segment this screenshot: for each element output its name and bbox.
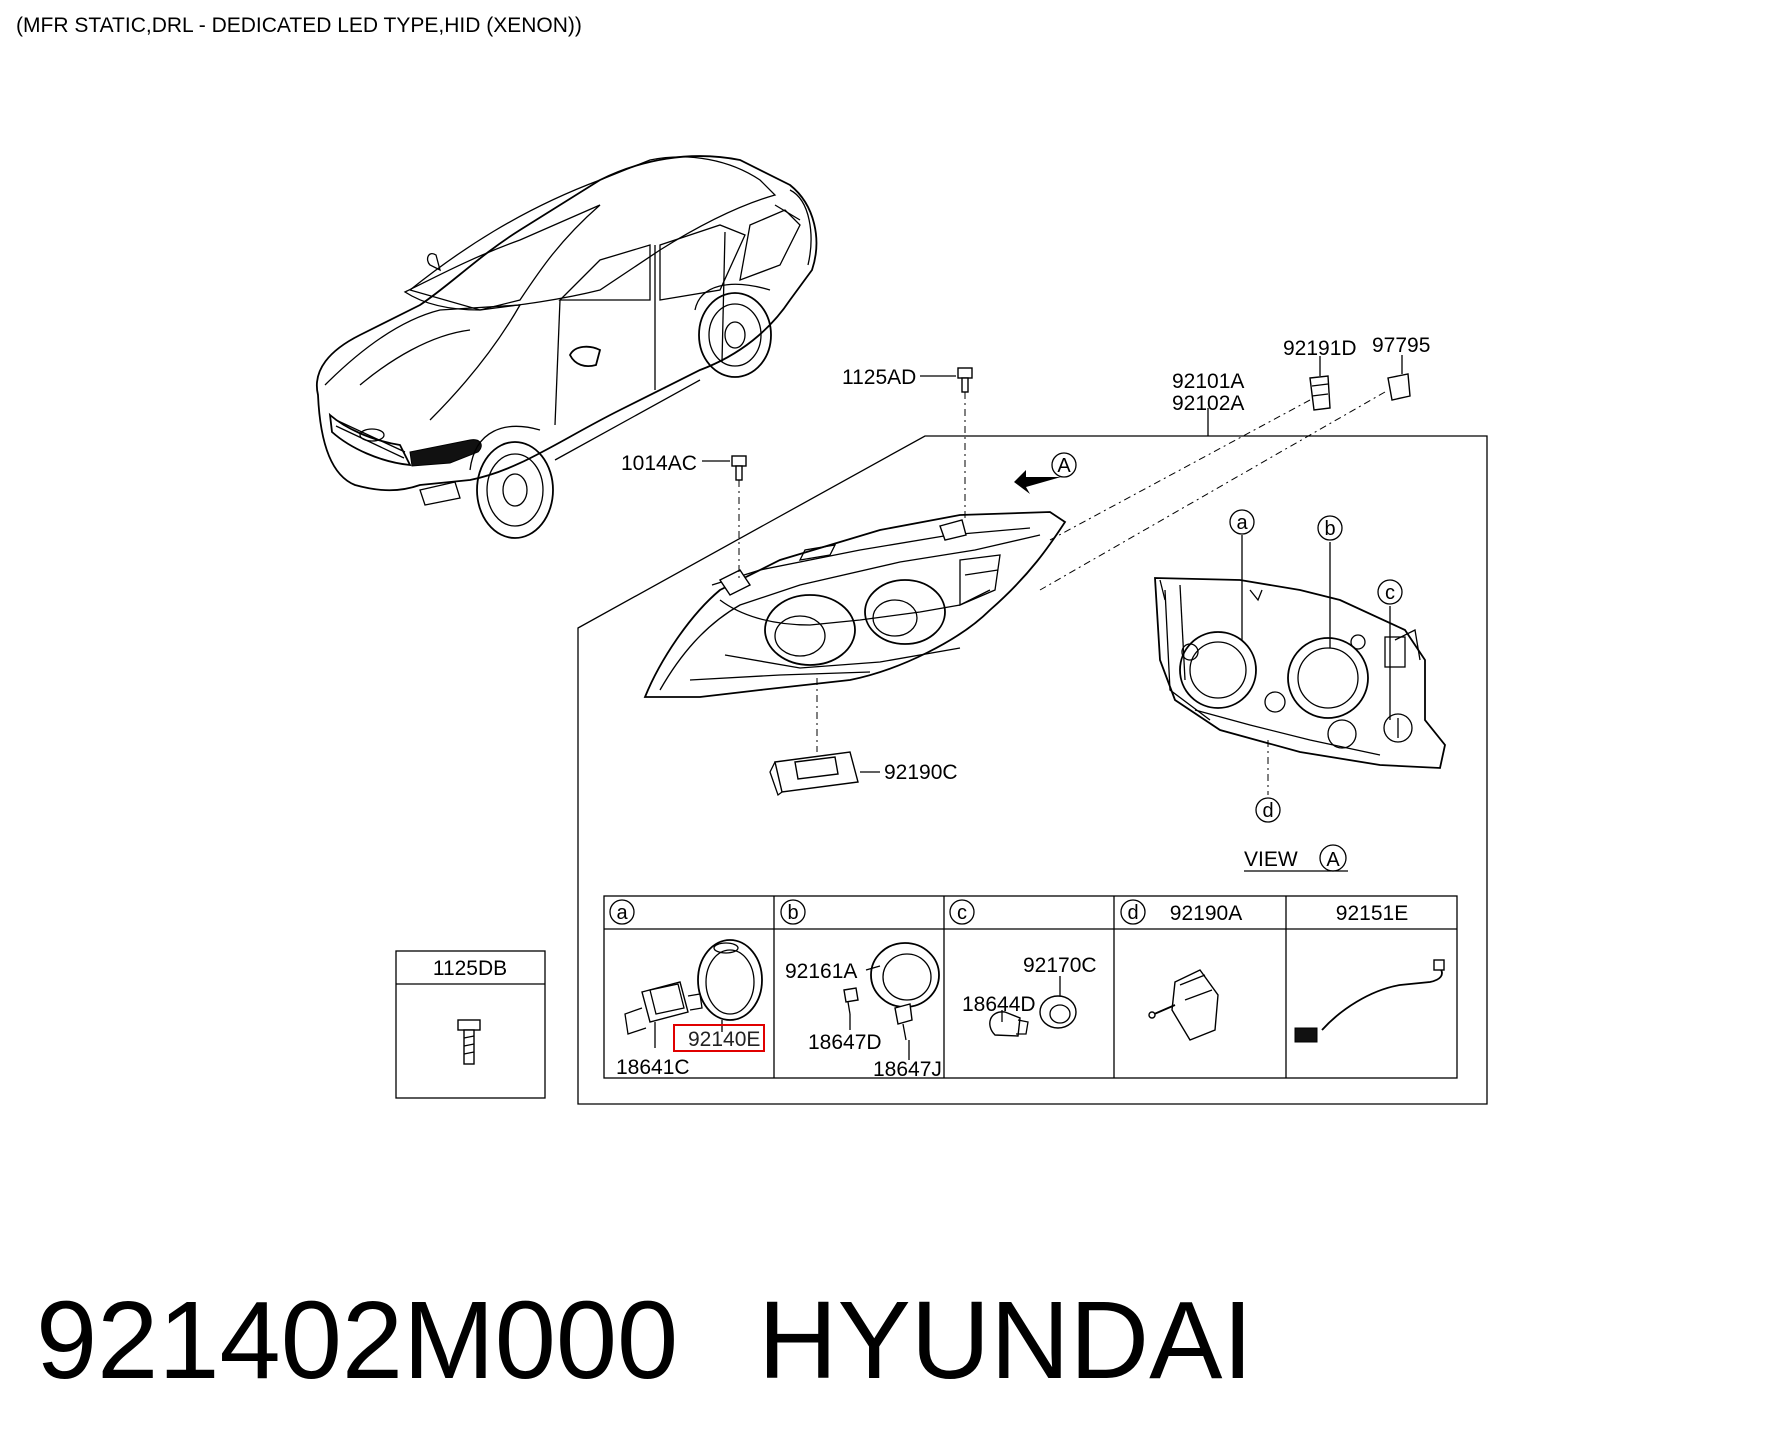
view-label: VIEW (1244, 848, 1298, 871)
label-18647d: 18647D (808, 1031, 882, 1054)
car-illustration (316, 155, 818, 539)
label-92102a: 92102A (1172, 392, 1244, 415)
column-marker-a: a (616, 902, 628, 924)
column-marker-c: c (957, 902, 967, 924)
label-1125ad: 1125AD (842, 366, 916, 389)
label-92140e: 92140E (688, 1028, 760, 1051)
detail-table: a b c d 92190A 92151E 18641C 92140E (603, 895, 1458, 1081)
label-92191d: 92191D (1283, 337, 1357, 360)
label-18641c: 18641C (616, 1056, 690, 1079)
brand-name: HYUNDAI (758, 1279, 1253, 1402)
cell-b-parts: 92161A 18647D 18647J (785, 942, 942, 1081)
view-circle-d: d (1262, 800, 1273, 822)
view-a-rear-housing: a b c d (1154, 509, 1446, 823)
cell-d-motor (1148, 969, 1219, 1041)
view-circle-b: b (1324, 518, 1335, 540)
column-marker-d: d (1127, 902, 1138, 924)
bolt-1125ad: 1125AD (842, 366, 973, 520)
label-18647j: 18647J (873, 1058, 942, 1081)
column-header-92151e: 92151E (1336, 902, 1408, 925)
cell-a-parts: 18641C 92140E (616, 939, 765, 1079)
column-header-92190a: 92190A (1170, 902, 1242, 925)
bolt-1014ac: 1014AC (621, 452, 747, 580)
clip-97795: 97795 (1039, 334, 1430, 591)
side-box-1125db: 1125DB (395, 950, 546, 1099)
side-box-header: 1125DB (433, 957, 507, 980)
cell-c-parts: 92170C 18644D (962, 954, 1097, 1037)
label-92190c: 92190C (884, 761, 958, 784)
view-circle-a: a (1236, 512, 1248, 534)
label-97795: 97795 (1372, 334, 1430, 357)
label-92161a: 92161A (785, 960, 857, 983)
label-18644d: 18644D (962, 993, 1036, 1016)
clip-92191d: 92191D (1049, 337, 1357, 541)
view-a-marker: A (1057, 455, 1071, 477)
highlight-92140e (673, 1024, 765, 1052)
view-a-arrow: A (1014, 452, 1077, 494)
cell-wire-harness (1294, 959, 1445, 1043)
diagram-subtitle: (MFR STATIC,DRL - DEDICATED LED TYPE,HID… (16, 14, 582, 37)
ballast-92190c: 92190C (769, 678, 958, 797)
view-label-marker: A (1326, 849, 1340, 871)
label-92170c: 92170C (1023, 954, 1097, 977)
column-marker-b: b (787, 902, 798, 924)
label-1014ac: 1014AC (621, 452, 697, 475)
view-circle-c: c (1385, 582, 1395, 604)
part-number: 921402M000 (36, 1279, 678, 1402)
label-92101a: 92101A (1172, 370, 1244, 393)
headlamp-assembly (643, 511, 1067, 698)
assembly-frame (577, 435, 1488, 1105)
